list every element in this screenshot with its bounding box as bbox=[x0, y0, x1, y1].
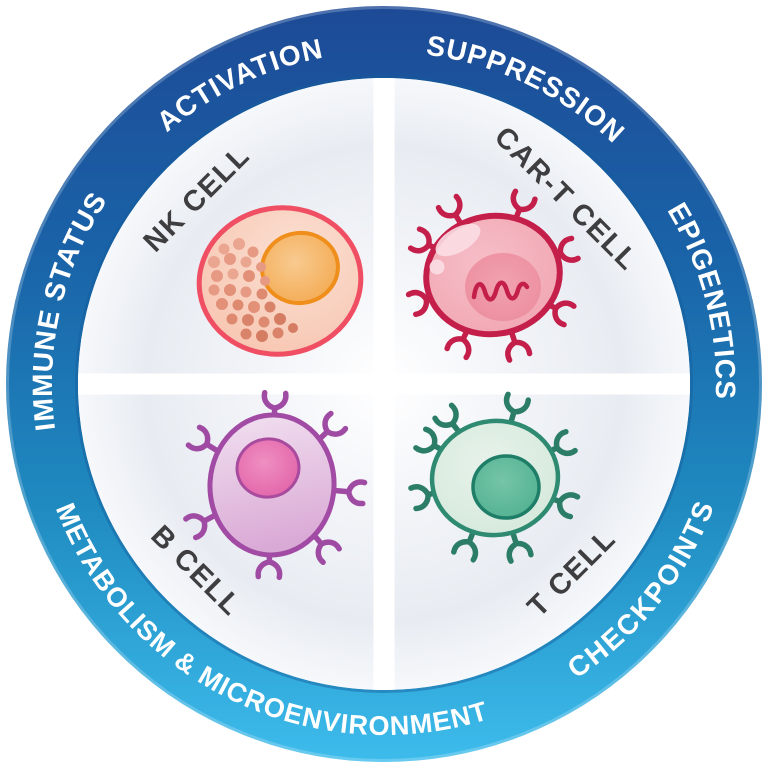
t-cell-nucleus bbox=[471, 454, 541, 520]
car-t-cell-highlight bbox=[435, 223, 481, 257]
car-t-cell-nucleus bbox=[465, 253, 541, 321]
outer-ring bbox=[6, 6, 762, 762]
ring-outer-bevel bbox=[6, 6, 762, 762]
vertical-divider bbox=[373, 78, 395, 690]
b-cell-illustration bbox=[186, 393, 365, 578]
ring-band bbox=[6, 6, 762, 762]
nk-cell-granules bbox=[208, 238, 298, 342]
t-cell-illustration bbox=[411, 394, 578, 561]
ring-inner-edge bbox=[75, 75, 693, 693]
car-t-cell-highlight-dot bbox=[429, 259, 445, 275]
nk-cell-illustration bbox=[196, 205, 364, 357]
b-cell-nucleus bbox=[235, 437, 301, 499]
nk-cell-nucleus bbox=[260, 230, 340, 306]
quadrant-dividers bbox=[78, 78, 690, 690]
car-t-cell-illustration bbox=[409, 191, 579, 360]
car-t-cell-nucleus-squiggle bbox=[471, 280, 530, 302]
